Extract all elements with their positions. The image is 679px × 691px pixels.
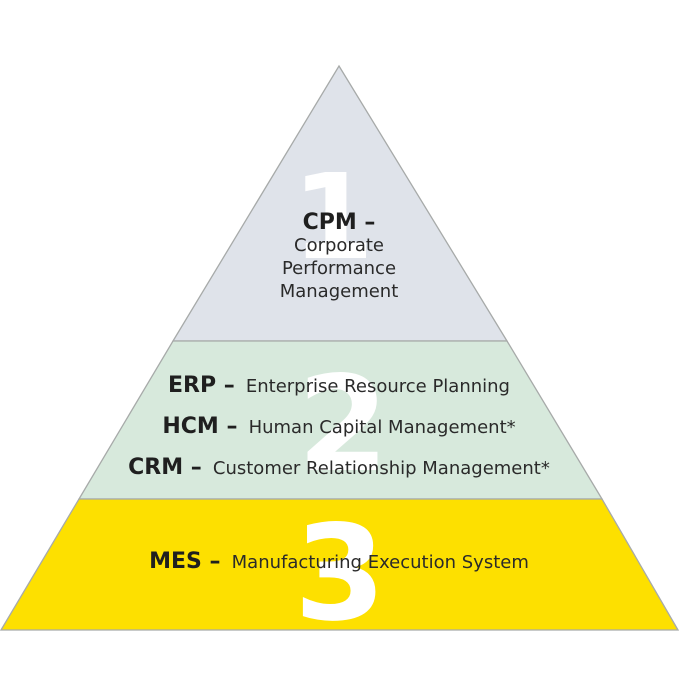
tier-2: 2 ERP – Enterprise Resource Planning HCM…	[77, 340, 604, 502]
tier-1-desc-line: Management	[280, 281, 399, 302]
tier-2-line-crm: CRM – Customer Relationship Management*	[128, 455, 550, 480]
tier-2-line-hcm: HCM – Human Capital Management*	[162, 414, 515, 439]
tier-1-desc-line: Performance	[282, 258, 396, 279]
hcm-desc: Human Capital Management*	[249, 417, 516, 438]
mes-abbr: MES –	[149, 549, 220, 574]
tier-3-line-mes: MES – Manufacturing Execution System	[149, 549, 529, 574]
hcm-abbr: HCM –	[162, 414, 237, 439]
tier-1-desc-line: Corporate	[294, 235, 384, 256]
tier-2-line-erp: ERP – Enterprise Resource Planning	[168, 373, 510, 398]
crm-abbr: CRM –	[128, 455, 202, 480]
tier-3: 3 MES – Manufacturing Execution System	[0, 497, 679, 651]
tier-3-shape	[0, 498, 679, 631]
tier-1: 1 CPM – Corporate Performance Management	[171, 64, 509, 342]
erp-abbr: ERP –	[168, 373, 235, 398]
mes-desc: Manufacturing Execution System	[232, 552, 529, 573]
tier-1-abbr: CPM –	[303, 210, 376, 235]
tier-3-number: 3	[294, 497, 386, 651]
tier-2-number: 2	[297, 348, 389, 502]
tier-1-number: 1	[292, 148, 374, 286]
crm-desc: Customer Relationship Management*	[213, 458, 550, 479]
erp-desc: Enterprise Resource Planning	[246, 376, 510, 397]
